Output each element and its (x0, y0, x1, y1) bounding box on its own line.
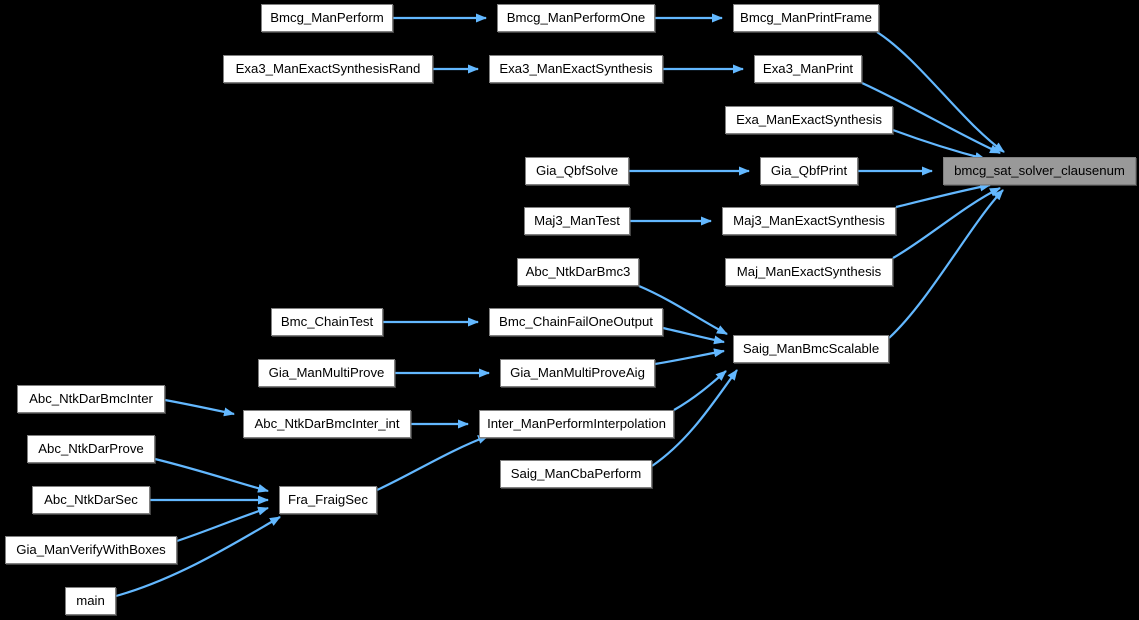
edge-saigcba-to-saigscalable (651, 369, 738, 467)
graph-node-label: Abc_NtkDarBmc3 (525, 264, 631, 280)
edge-printframe-to-clausenum (876, 31, 1005, 153)
graph-node-label: Fra_FraigSec (288, 492, 368, 508)
graph-node-label: Abc_NtkDarBmcInter_int (254, 416, 400, 432)
graph-node-label: Gia_ManMultiProve (268, 365, 385, 381)
graph-node-label: Gia_QbfPrint (770, 163, 848, 179)
graph-node-n11[interactable]: Maj3_ManExactSynthesis (722, 207, 896, 235)
graph-node-label: Bmcg_ManPerformOne (506, 10, 646, 26)
edge-abcntkdarprove-to-fraigsec (154, 457, 269, 493)
graph-node-n0[interactable]: Bmcg_ManPerform (261, 4, 393, 32)
graph-node-label: Gia_ManMultiProveAig (510, 365, 645, 381)
edge-bmcinter-to-bmcinterint (164, 398, 235, 417)
graph-node-label: Abc_NtkDarBmcInter (29, 391, 153, 407)
graph-node-label: Maj3_ManExactSynthesis (733, 213, 885, 229)
graph-node-n17[interactable]: Gia_ManMultiProve (258, 359, 395, 387)
edge-interpolation-to-saigscalable (673, 370, 727, 411)
edge-saigscalable-to-clausenum (888, 189, 1004, 339)
graph-node-n1[interactable]: Bmcg_ManPerformOne (497, 4, 655, 32)
graph-node-n20[interactable]: Abc_NtkDarBmcInter_int (243, 410, 411, 438)
graph-node-n6[interactable]: Exa_ManExactSynthesis (725, 106, 893, 134)
graph-node-label: Exa3_ManExactSynthesisRand (235, 61, 421, 77)
graph-node-n2[interactable]: Bmcg_ManPrintFrame (733, 4, 879, 32)
graph-node-label: Gia_ManVerifyWithBoxes (16, 542, 166, 558)
edge-majsynth-to-clausenum (892, 187, 1001, 259)
edge-multiproveaig-to-saigscalable (654, 348, 725, 366)
graph-node-label: Bmcg_ManPerform (270, 10, 384, 26)
graph-node-label: Abc_NtkDarSec (44, 492, 138, 508)
graph-node-n12[interactable]: Abc_NtkDarBmc3 (517, 258, 639, 286)
graph-node-n26[interactable]: Gia_ManVerifyWithBoxes (5, 536, 177, 564)
graph-node-label: bmcg_sat_solver_clausenum (954, 163, 1125, 179)
edge-giamanverify-to-fraigsec (176, 506, 269, 543)
graph-node-n5[interactable]: Exa3_ManPrint (754, 55, 862, 83)
edge-chainfail-to-saigscalable (662, 326, 725, 345)
graph-node-label: main (76, 593, 105, 609)
graph-node-n8[interactable]: Gia_QbfSolve (525, 157, 629, 185)
graph-node-label: Saig_ManBmcScalable (742, 341, 880, 357)
graph-node-n24[interactable]: Abc_NtkDarSec (32, 486, 150, 514)
graph-node-label: Exa3_ManExactSynthesis (499, 61, 653, 77)
edge-exasynth-to-clausenum (892, 128, 986, 161)
graph-node-label: Bmcg_ManPrintFrame (740, 10, 872, 26)
graph-node-n10[interactable]: Maj3_ManTest (524, 207, 630, 235)
graph-node-label: Bmc_ChainFailOneOutput (499, 314, 653, 330)
graph-node-n16[interactable]: Saig_ManBmcScalable (733, 335, 889, 363)
edge-fraigsec-to-interpolation (376, 434, 489, 492)
graph-node-label: Inter_ManPerformInterpolation (487, 416, 666, 432)
graph-node-n27[interactable]: main (65, 587, 116, 615)
graph-node-label: Maj3_ManTest (534, 213, 620, 229)
graph-node-label: Exa_ManExactSynthesis (736, 112, 882, 128)
edge-main-to-fraigsec (115, 516, 281, 598)
graph-node-n7[interactable]: bmcg_sat_solver_clausenum (943, 157, 1136, 185)
graph-node-n9[interactable]: Gia_QbfPrint (760, 157, 858, 185)
edge-abcntkdarbmc3-to-saigscalable (638, 284, 728, 335)
graph-node-label: Abc_NtkDarProve (38, 441, 144, 457)
graph-node-label: Saig_ManCbaPerform (510, 466, 642, 482)
graph-node-label: Exa3_ManPrint (762, 61, 854, 77)
graph-node-n25[interactable]: Fra_FraigSec (279, 486, 377, 514)
edge-exa3print-to-clausenum (861, 82, 1001, 155)
graph-node-n21[interactable]: Inter_ManPerformInterpolation (479, 410, 674, 438)
edge-maj3synth-to-clausenum (895, 182, 991, 209)
graph-node-n22[interactable]: Abc_NtkDarProve (27, 435, 155, 463)
graph-node-label: Gia_QbfSolve (535, 163, 619, 179)
graph-node-n4[interactable]: Exa3_ManExactSynthesis (489, 55, 663, 83)
graph-node-n15[interactable]: Bmc_ChainFailOneOutput (489, 308, 663, 336)
graph-node-n18[interactable]: Gia_ManMultiProveAig (500, 359, 655, 387)
graph-node-label: Maj_ManExactSynthesis (736, 264, 882, 280)
graph-node-n14[interactable]: Bmc_ChainTest (271, 308, 383, 336)
graph-node-n3[interactable]: Exa3_ManExactSynthesisRand (223, 55, 433, 83)
graph-node-n13[interactable]: Maj_ManExactSynthesis (725, 258, 893, 286)
graph-node-label: Bmc_ChainTest (280, 314, 374, 330)
graph-node-n23[interactable]: Saig_ManCbaPerform (500, 460, 652, 488)
graph-node-n19[interactable]: Abc_NtkDarBmcInter (17, 385, 165, 413)
